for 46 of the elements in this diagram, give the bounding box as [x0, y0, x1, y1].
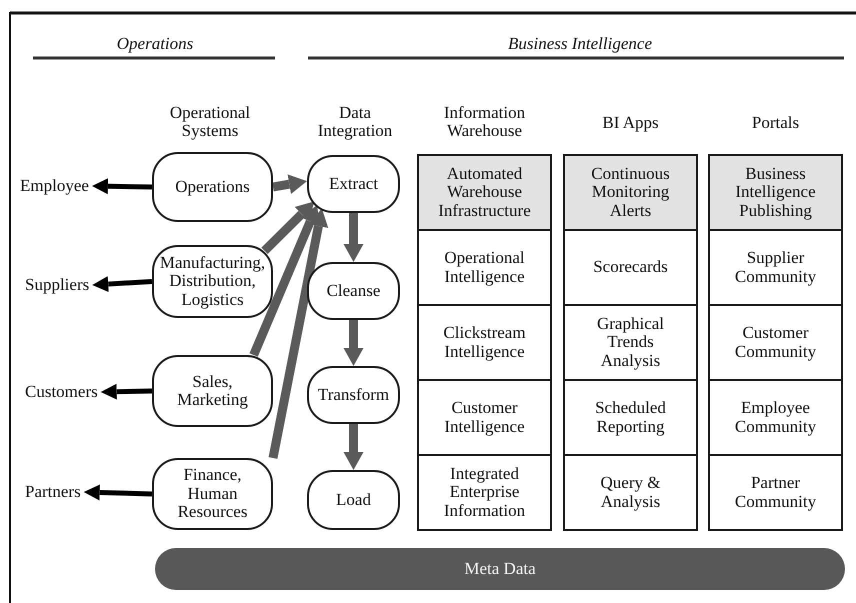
- process-box: Finance, Human Resources: [152, 458, 273, 530]
- process-box: Manufacturing, Distribution, Logistics: [152, 245, 273, 318]
- column-heading: Operational Systems: [168, 104, 252, 140]
- stakeholder-label: Customers: [25, 382, 98, 402]
- arrow: [92, 178, 152, 194]
- table-cell: Clickstream Intelligence: [417, 304, 552, 381]
- stakeholder-label: Employee: [20, 176, 89, 196]
- table-cell: Continuous Monitoring Alerts: [563, 154, 698, 231]
- stakeholder-label: Suppliers: [25, 275, 90, 295]
- arrow: [344, 213, 364, 262]
- table-cell: Supplier Community: [708, 229, 843, 306]
- stakeholder-label: Partners: [25, 482, 81, 502]
- table-cell: Scheduled Reporting: [563, 379, 698, 456]
- process-box: Extract: [307, 155, 400, 213]
- arrow: [261, 201, 314, 254]
- table-cell: Employee Community: [708, 379, 843, 456]
- process-box: Transform: [307, 366, 400, 424]
- section-heading: Business Intelligence: [507, 35, 653, 53]
- column-heading: Data Integration: [316, 104, 394, 140]
- arrow: [84, 484, 152, 500]
- process-box: Operations: [152, 152, 273, 222]
- arrow: [272, 174, 307, 194]
- table-cell: Partner Community: [708, 454, 843, 531]
- table-cell: Integrated Enterprise Information: [417, 454, 552, 531]
- metadata-bar: Meta Data: [155, 548, 845, 590]
- arrow: [344, 424, 364, 470]
- process-box: Sales, Marketing: [152, 355, 273, 427]
- process-box: Cleanse: [307, 262, 400, 320]
- section-heading: Operations: [116, 35, 194, 53]
- column-heading: Portals: [750, 114, 800, 132]
- process-box: Load: [307, 470, 400, 530]
- column-heading: Information Warehouse: [442, 104, 526, 140]
- table-cell: Scorecards: [563, 229, 698, 306]
- arrow: [92, 276, 152, 292]
- table-cell: Query & Analysis: [563, 454, 698, 531]
- arrow: [250, 204, 320, 357]
- table-cell: Customer Intelligence: [417, 379, 552, 456]
- arrow: [344, 320, 364, 366]
- arrow: [268, 208, 328, 459]
- column-heading: BI Apps: [601, 114, 660, 132]
- table-cell: Graphical Trends Analysis: [563, 304, 698, 381]
- table-cell: Operational Intelligence: [417, 229, 552, 306]
- table-cell: Automated Warehouse Infrastructure: [417, 154, 552, 231]
- arrow: [100, 384, 152, 400]
- table-cell: Customer Community: [708, 304, 843, 381]
- table-cell: Business Intelligence Publishing: [708, 154, 843, 231]
